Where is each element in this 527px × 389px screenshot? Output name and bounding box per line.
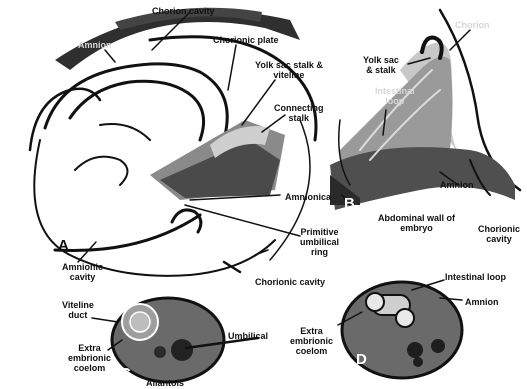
figure-d-loop-left bbox=[366, 293, 384, 311]
figure-c-allantois-dot bbox=[171, 339, 193, 361]
figure-d-vessel-2 bbox=[431, 339, 445, 353]
figure-a-drawing bbox=[30, 8, 316, 276]
panel-letter-b: B bbox=[344, 196, 355, 211]
label-amnionica: Amnionica bbox=[285, 192, 331, 202]
figure-c-vessel-dot bbox=[154, 346, 166, 358]
figure-b-drawing bbox=[330, 10, 520, 210]
label-yolk-sac-stalk-a: Yolk sac stalk & viteline bbox=[255, 60, 323, 80]
figure-c-viteline-duct-inner bbox=[130, 312, 150, 332]
label-extra-embrionic-coelom-c: Extra embrionic coelom bbox=[68, 343, 111, 373]
figure-a-amnionic-cavity-line bbox=[55, 215, 200, 251]
figure-d-loop-right bbox=[396, 309, 414, 327]
label-chorion-b: Chorion bbox=[455, 20, 490, 30]
label-umbilical: Umbilical bbox=[228, 331, 268, 341]
label-amnionic-cavity: Amnionic cavity bbox=[62, 262, 103, 282]
label-chorionic-cavity-b: Chorionic cavity bbox=[478, 224, 520, 244]
label-connecting-stalk: Connecting stalk bbox=[274, 103, 324, 123]
label-abdominal-wall: Abdominal wall of embryo bbox=[378, 213, 455, 233]
label-intestinal-loop-d: Intestinal loop bbox=[445, 272, 506, 282]
label-amnion-b: Amnion bbox=[440, 180, 474, 190]
label-primitive-umbilical-ring: Primitive umbilical ring bbox=[300, 227, 339, 257]
label-chorionic-cavity-a: Chorionic cavity bbox=[255, 277, 325, 287]
label-viteline-duct: Viteline duct bbox=[62, 300, 94, 320]
label-amnion-a: Amnion bbox=[78, 40, 112, 50]
label-allantois: Allantois bbox=[146, 378, 184, 388]
figure-d-vessel-1 bbox=[407, 342, 423, 358]
figure-d-vessel-3 bbox=[413, 357, 423, 367]
label-chorion-cavity-top: Chorion cavity bbox=[152, 6, 215, 16]
panel-letter-c: C bbox=[120, 366, 131, 381]
panel-letter-d: D bbox=[356, 352, 367, 367]
label-yolk-sac-stalk-b: Yolk sac & stalk bbox=[363, 55, 399, 75]
figure-a-inner-fold bbox=[75, 157, 128, 185]
label-extra-embrionic-coelom-d: Extra embrionic coelom bbox=[290, 326, 333, 356]
label-amnion-d: Amnion bbox=[465, 297, 499, 307]
label-intestinal-loop-b: Intestinal loop bbox=[375, 86, 415, 106]
label-chorionic-plate: Chorionic plate bbox=[213, 35, 279, 45]
figure-a-inner-fold-2 bbox=[100, 124, 150, 140]
panel-letter-a: A bbox=[58, 238, 69, 253]
figure-a-chorion-outer bbox=[150, 37, 316, 140]
